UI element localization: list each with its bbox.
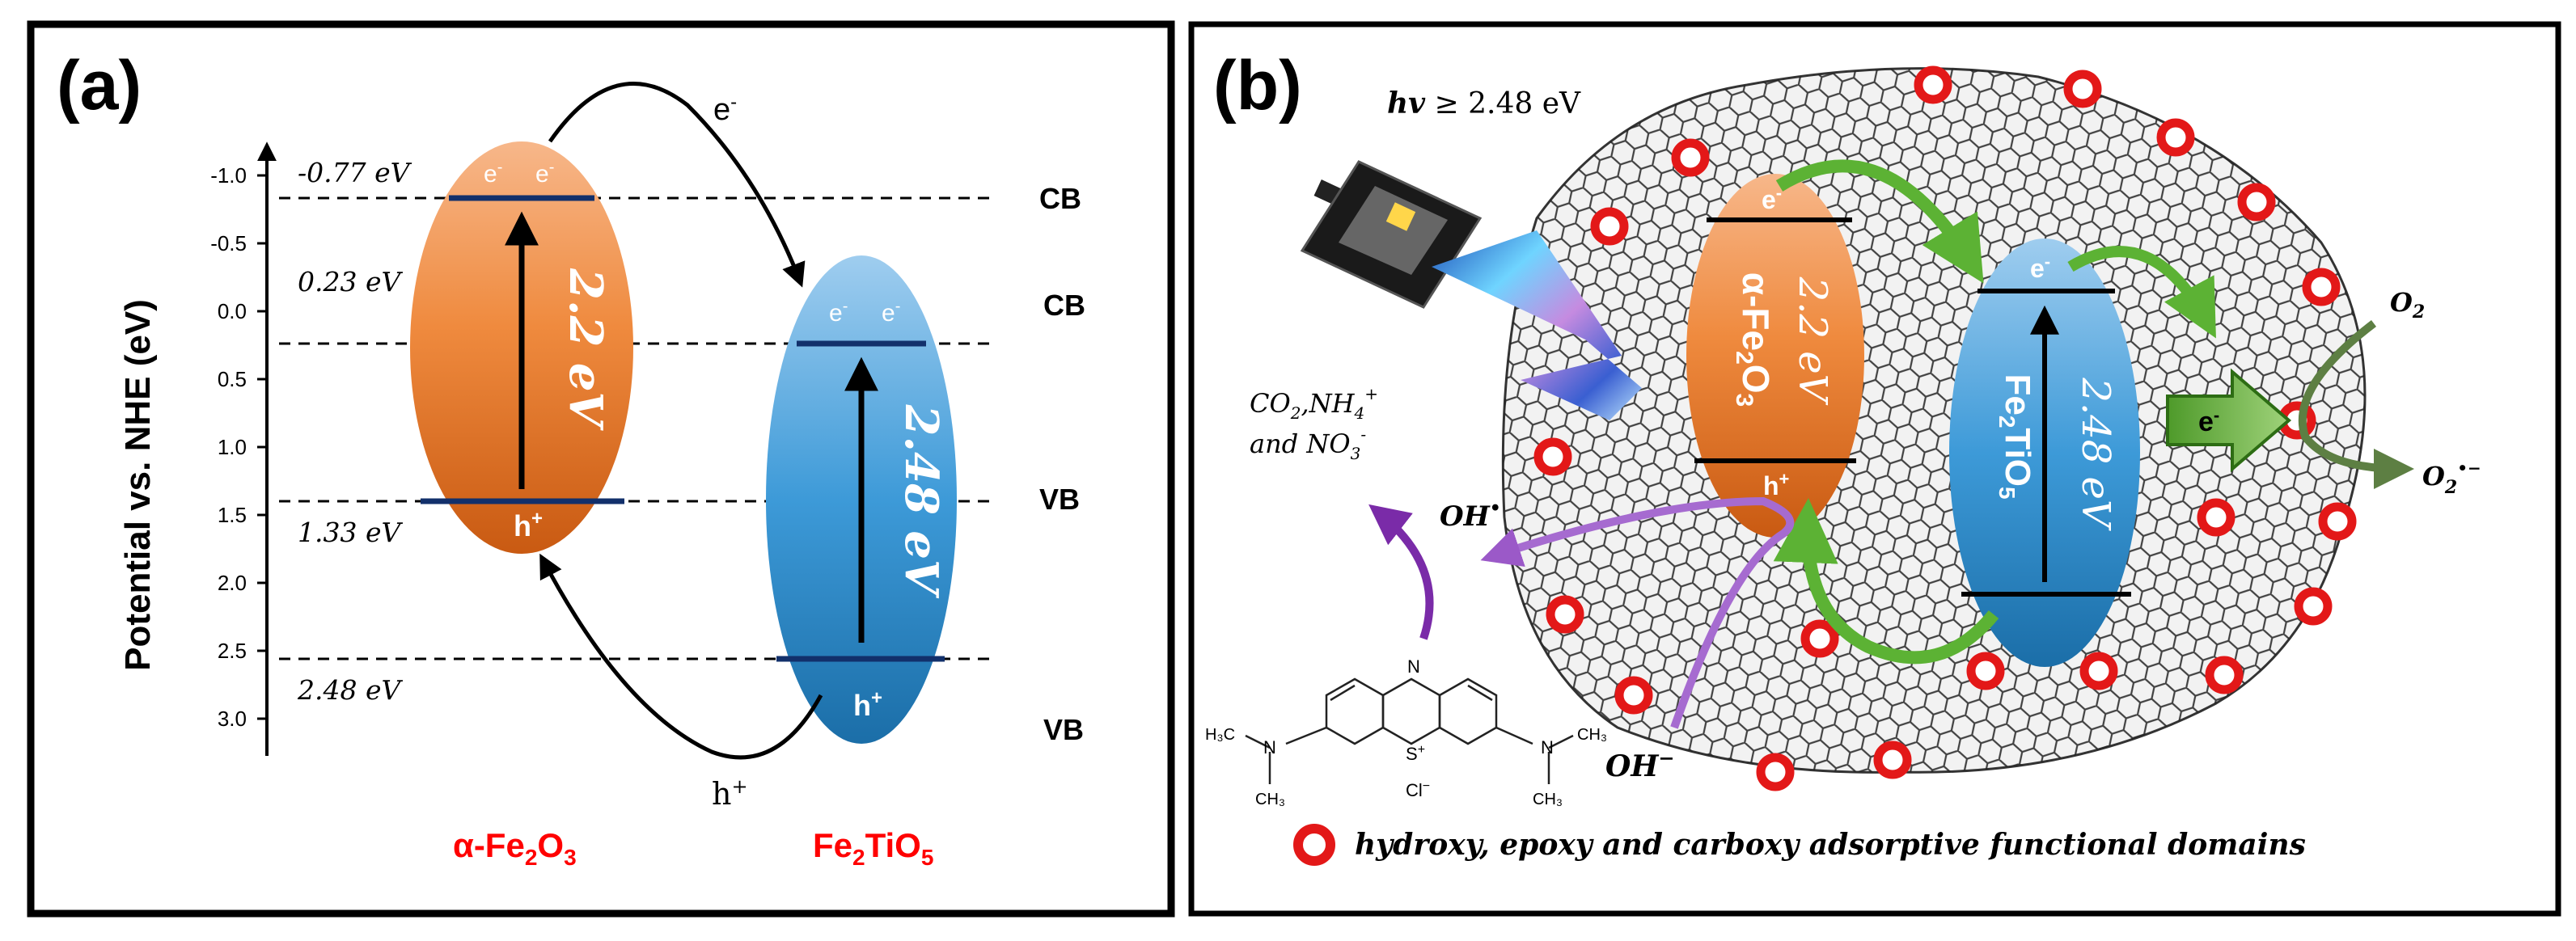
- panel-a-label: (a): [57, 47, 142, 124]
- fe2tio5-name-b: Fe2TiO5: [1994, 373, 2037, 499]
- functional-domain-marker: [1614, 676, 1653, 715]
- axis-label: Potential vs. NHE (eV): [118, 299, 158, 671]
- hematite-electron-2: e-: [535, 158, 554, 188]
- molecule-methyl-below-right: CH₃: [1533, 791, 1563, 808]
- functional-domain-marker: [1756, 753, 1795, 791]
- molecule-methyl-left: H₃C: [1205, 726, 1235, 744]
- molecule-methyl-right: CH₃: [1577, 726, 1607, 744]
- level-value-2: 0.23 eV: [298, 266, 403, 297]
- degradation-arrow: [1368, 504, 1434, 640]
- functional-domain-marker: [1590, 207, 1629, 246]
- hole-transfer-arrow: [539, 553, 823, 760]
- vb-label-left: VB: [1039, 483, 1080, 516]
- light-beam: [1432, 230, 1642, 420]
- light-energy-label: hv ≥ 2.48 eV: [1387, 87, 1581, 120]
- oxygen-reduction-arrow: [2298, 320, 2414, 489]
- hole-transfer-label: h+: [712, 775, 748, 812]
- functional-domain-marker: [1546, 595, 1584, 634]
- electron-to-oxygen-label: e-: [2198, 405, 2219, 437]
- fe2tio5-hole: h+: [853, 687, 882, 722]
- products-line-2: and NO3-: [1250, 424, 1366, 463]
- molecule-n-left: N: [1263, 737, 1276, 757]
- functional-domain-marker: [1533, 437, 1572, 476]
- axis-tick-label: -0.5: [210, 231, 247, 255]
- cb-label-right: CB: [1043, 289, 1085, 322]
- functional-domain-marker: [2079, 652, 2118, 690]
- electron-transfer-label: e-: [713, 91, 737, 127]
- axis-tick-label: 0.5: [218, 367, 247, 391]
- axis-tick-label: 2.5: [218, 639, 247, 663]
- lamp-icon: [1300, 160, 1483, 309]
- molecule-n-right: N: [1541, 737, 1554, 757]
- hematite-electron-b: e-: [1762, 183, 1782, 214]
- hydroxyl-oxidation-arrow: [1480, 496, 1795, 729]
- hematite-band-b: [1686, 174, 1864, 538]
- functional-domain-marker: [1914, 65, 1952, 104]
- fe2tio5-name: Fe2TiO5: [813, 826, 933, 870]
- functional-domain-marker: [1671, 138, 1710, 177]
- functional-domain-marker: [2197, 498, 2235, 537]
- functional-domain-marker: [2156, 118, 2195, 157]
- molecule-s-plus: S+: [1406, 743, 1425, 764]
- axis-tick-label: -1.0: [210, 163, 247, 188]
- functional-domain-marker: [2237, 183, 2276, 222]
- electron-transfer-arrow: [548, 82, 806, 288]
- axis-tick-label: 1.0: [218, 435, 247, 459]
- panel-b-label: (b): [1213, 47, 1302, 124]
- methylene-blue-structure: [1245, 677, 1574, 784]
- functional-domain-marker: [1873, 741, 1912, 779]
- hematite-electron-1: e-: [484, 158, 502, 188]
- hematite-hole-b: h+: [1763, 469, 1789, 500]
- superoxide-label: O2•−: [2422, 458, 2481, 498]
- hydroxyl-radical-label: OH•: [1440, 498, 1501, 533]
- panel-b: (b) hv ≥ 2.48 eV e- h+ α-Fe2O3 2.2 eV e-…: [1188, 21, 2561, 917]
- cb-label-left: CB: [1039, 182, 1081, 215]
- fe2tio5-gap-label: 2.48 eV: [895, 404, 948, 600]
- products-line-1: CO2,NH4+: [1250, 384, 1378, 423]
- hematite-gap-label: 2.2 eV: [559, 268, 612, 432]
- vb-label-right: VB: [1043, 713, 1084, 746]
- hole-transfer-arrow-b: [1773, 498, 1999, 665]
- functional-domain-marker: [2205, 656, 2244, 694]
- oxygen-label: O2: [2390, 287, 2425, 323]
- electron-to-oxygen-arrow: [2166, 368, 2292, 473]
- axis-tick-label: 1.5: [218, 503, 247, 527]
- molecule-chloride: Cl−: [1406, 779, 1430, 800]
- functional-domain-marker: [2302, 268, 2341, 306]
- functional-domain-marker: [1800, 619, 1839, 658]
- hydroxide-label: OH−: [1605, 746, 1674, 783]
- molecule-n-top: N: [1407, 656, 1420, 677]
- fe2tio5-electron-b: e-: [2030, 251, 2050, 283]
- legend-text: hydroxy, epoxy and carboxy adsorptive fu…: [1355, 828, 2306, 862]
- legend-marker: [1293, 824, 1335, 866]
- hematite-name-b: α-Fe2O3: [1731, 272, 1777, 407]
- hematite-name: α-Fe2O3: [453, 826, 577, 870]
- fe2tio5-electron-1: e-: [829, 297, 848, 327]
- molecule-methyl-below-left: CH₃: [1255, 791, 1285, 808]
- axis-tick-label: 2.0: [218, 571, 247, 595]
- level-value-3: 1.33 eV: [298, 517, 403, 548]
- functional-domain-marker: [2294, 587, 2333, 626]
- functional-domain-marker: [2318, 502, 2357, 541]
- level-value-4: 2.48 eV: [297, 674, 403, 706]
- level-value-1: -0.77 eV: [298, 157, 412, 188]
- fe2tio5-gap-b: 2.48 eV: [2073, 377, 2118, 531]
- functional-domain-marker: [1966, 652, 2005, 690]
- electron-exit-arrow: [2067, 246, 2216, 339]
- fe2tio5-electron-2: e-: [882, 297, 900, 327]
- tick-group: -1.0 -0.5 0.0 0.5 1.0 1.5 2.0 2.5 3.0: [210, 163, 267, 731]
- functional-domain-marker: [2063, 70, 2102, 108]
- hematite-gap-b: 2.2 eV: [1790, 276, 1835, 406]
- axis-tick-label: 3.0: [218, 707, 247, 731]
- hematite-hole: h+: [514, 508, 543, 542]
- functional-domain-markers: [1533, 65, 2357, 791]
- electron-transfer-arrow-b: [1775, 159, 1984, 284]
- axis-tick-label: 0.0: [218, 299, 247, 323]
- panel-a: (a) -1.0 -0.5 0.0 0.5 1.0 1.5 2.0 2.5 3.0 Potent…: [27, 20, 1175, 918]
